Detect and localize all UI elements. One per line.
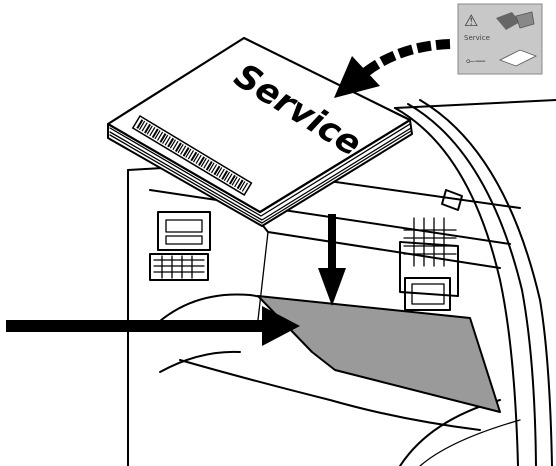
- right-arrow: [6, 306, 300, 346]
- door-frame: [395, 100, 556, 466]
- down-arrow: [318, 214, 346, 306]
- sticker-small-text: Service: [464, 34, 490, 42]
- warning-icon: ⚠: [464, 11, 478, 30]
- key-icon: ⟜—: [466, 54, 486, 67]
- center-console: [150, 212, 210, 280]
- curved-arrow: [334, 44, 450, 98]
- air-vent: [400, 190, 462, 310]
- service-sticker: ⚠ Service ⟜—: [458, 4, 542, 74]
- glove-box: [258, 296, 500, 412]
